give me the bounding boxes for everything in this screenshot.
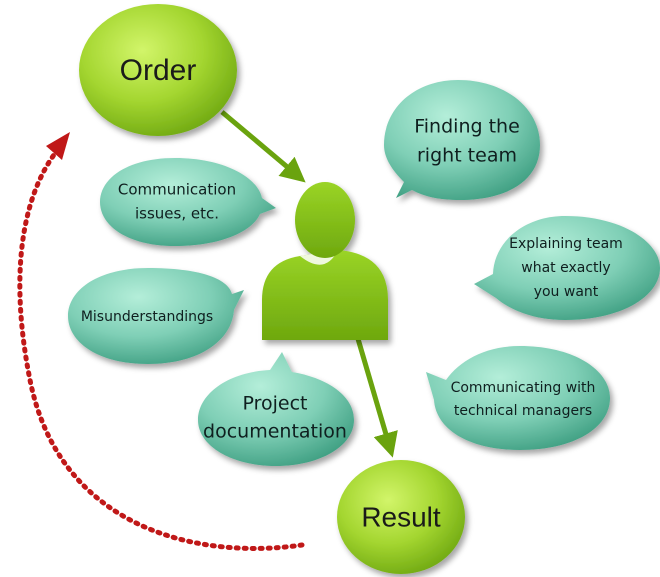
- bubble-misunderstandings-line1: Misunderstandings: [81, 309, 213, 325]
- bubble-finding-team-line2: right team: [417, 145, 517, 167]
- bubble-project-documentation-line1: Project: [242, 393, 307, 415]
- bubble-explaining-team: [474, 216, 660, 320]
- order-node: [79, 4, 237, 136]
- result-node: [337, 460, 465, 574]
- bubble-project-documentation: [198, 352, 354, 466]
- result-label: Result: [361, 501, 441, 532]
- bubble-project-documentation-line2: documentation: [203, 421, 347, 443]
- bubble-finding-team-line1: Finding the: [414, 116, 520, 138]
- bubble-communication-issues: [100, 158, 276, 246]
- bubble-explaining-team-line3: you want: [534, 284, 599, 300]
- bubble-finding-team: [384, 80, 540, 200]
- person-icon: [262, 182, 388, 340]
- bubble-communication-issues-line1: Communication: [118, 181, 236, 199]
- bubble-communicating-managers: [426, 346, 610, 450]
- bubble-misunderstandings: [68, 268, 244, 364]
- bubble-communication-issues-line2: issues, etc.: [135, 205, 219, 223]
- bubble-communicating-managers-line1: Communicating with: [451, 380, 596, 396]
- bubble-explaining-team-line1: Explaining team: [509, 236, 623, 252]
- dotted-loop-arrow-icon: [17, 132, 305, 551]
- person-to-result-arrow: [353, 331, 398, 458]
- order-to-person-arrow: [220, 110, 306, 183]
- bubble-communicating-managers-line2: technical managers: [454, 403, 592, 419]
- bubble-explaining-team-line2: what exactly: [521, 260, 610, 276]
- order-label: Order: [120, 54, 197, 87]
